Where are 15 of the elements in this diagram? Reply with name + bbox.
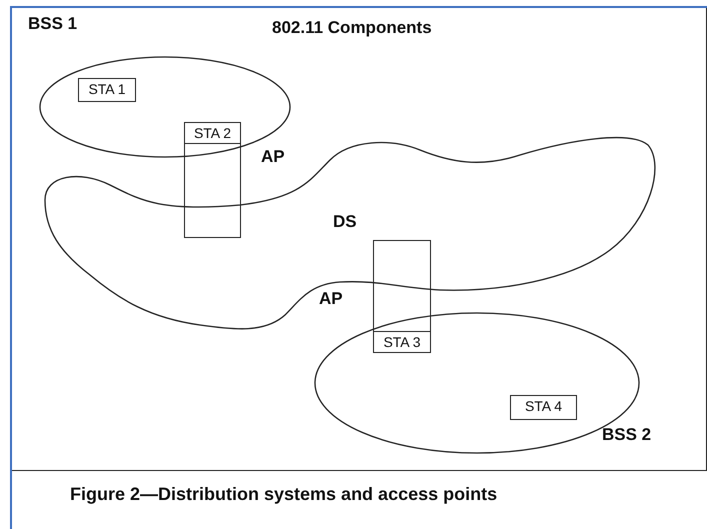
station-box	[184, 122, 241, 238]
station-box	[78, 78, 136, 102]
system-label: DS	[333, 212, 357, 232]
access-point-label: AP	[319, 289, 343, 309]
station-box	[373, 240, 431, 353]
station-label: STA 1	[87, 80, 127, 99]
station-box	[510, 395, 577, 420]
diagram-title: 802.11 Components	[272, 18, 432, 38]
station-label: STA 4	[524, 397, 564, 416]
bss-label: BSS 2	[602, 425, 652, 445]
station-label: STA 2	[185, 123, 240, 144]
figure-caption: Figure 2—Distribution systems and access points	[70, 484, 498, 505]
access-point-label: AP	[261, 147, 285, 167]
station-label: STA 3	[374, 331, 430, 352]
bss-label: BSS 1	[28, 14, 78, 34]
